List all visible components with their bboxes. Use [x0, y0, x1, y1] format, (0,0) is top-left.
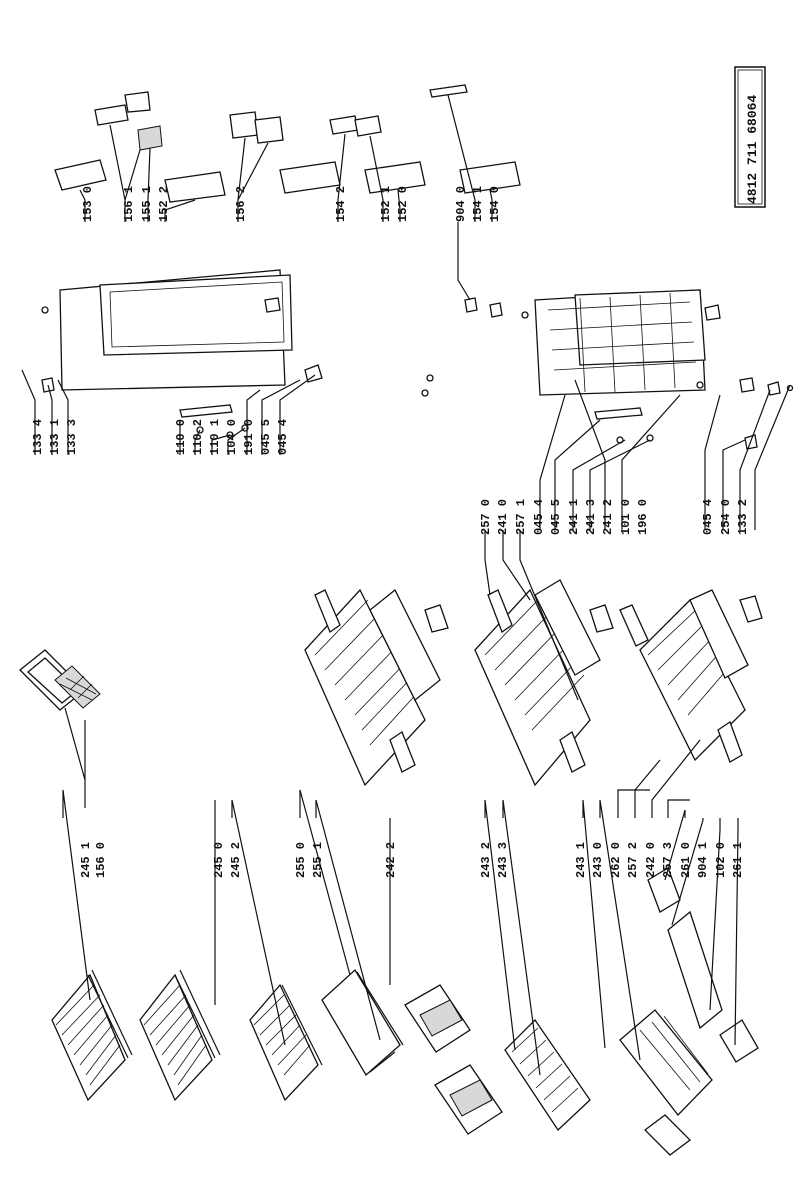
part-label: 261 0	[679, 842, 693, 878]
wire-shelf-1	[51, 969, 133, 1102]
part-label: 156 0	[94, 842, 108, 878]
freezer-door	[521, 289, 721, 396]
part-label: 045 4	[701, 499, 715, 535]
part-label: 045 4	[276, 419, 290, 455]
crisper-drawers	[404, 984, 503, 1135]
part-label: 243 2	[479, 842, 493, 878]
part-label: 242 2	[384, 842, 398, 878]
part-label: 257 2	[626, 842, 640, 878]
part-label: 152 2	[157, 186, 171, 222]
wire-shelf-2	[139, 969, 221, 1102]
part-label: 110 0	[174, 419, 188, 455]
part-label: 045 5	[549, 499, 563, 535]
part-label: 152 0	[396, 186, 410, 222]
basket-middle	[474, 579, 614, 787]
part-label: 152 1	[379, 186, 393, 222]
glass-shelf	[321, 968, 404, 1077]
part-label: 133 2	[736, 499, 750, 535]
part-label: 255 0	[294, 842, 308, 878]
part-label: 196 0	[636, 499, 650, 535]
part-label: 255 1	[311, 842, 325, 878]
part-label: 245 2	[229, 842, 243, 878]
vegetable-tray	[619, 867, 759, 1156]
part-number-box: 4812 711 68064	[734, 66, 766, 208]
part-number: 4812 711 68064	[745, 95, 760, 204]
part-label: 254 0	[719, 499, 733, 535]
part-label: 243 3	[496, 842, 510, 878]
part-label: 243 0	[591, 842, 605, 878]
part-label: 156 1	[122, 186, 136, 222]
ice-tray-set	[19, 649, 101, 711]
basket-bottom	[619, 589, 763, 763]
part-label: 257 1	[514, 499, 528, 535]
part-label: 104 0	[225, 419, 239, 455]
part-label: 245 0	[212, 842, 226, 878]
main-door	[41, 269, 323, 393]
part-label: 257 3	[661, 842, 675, 878]
door-bins	[54, 84, 521, 318]
basket-top	[304, 588, 449, 787]
leader-lines	[21, 94, 791, 1076]
part-label: 242 0	[644, 842, 658, 878]
part-label: 191 0	[242, 419, 256, 455]
part-label: 155 1	[140, 186, 154, 222]
part-label: 154 2	[334, 186, 348, 222]
part-label: 261 1	[731, 842, 745, 878]
part-label: 241 1	[567, 499, 581, 535]
part-label: 257 0	[479, 499, 493, 535]
part-label: 241 0	[496, 499, 510, 535]
part-label: 102 0	[714, 842, 728, 878]
part-label: 110 2	[191, 419, 205, 455]
part-label: 245 1	[79, 842, 93, 878]
part-label: 241 2	[601, 499, 615, 535]
part-label: 904 1	[696, 842, 710, 878]
part-label: 133 4	[31, 419, 45, 455]
wire-shelf-3	[249, 983, 323, 1102]
freezer-handle-set	[594, 407, 654, 444]
part-label: 153 0	[81, 186, 95, 222]
part-label: 045 4	[532, 499, 546, 535]
part-label: 904 0	[454, 186, 468, 222]
part-label: 243 1	[574, 842, 588, 878]
part-label: 133 1	[48, 419, 62, 455]
part-label: 110 1	[208, 419, 222, 455]
part-label: 154 0	[488, 186, 502, 222]
part-label: 133 3	[65, 419, 79, 455]
part-label: 154 1	[471, 186, 485, 222]
part-label: 101 0	[619, 499, 633, 535]
door-shelf-grid	[504, 1018, 591, 1132]
part-label: 156 2	[234, 186, 248, 222]
parts-drawings	[19, 84, 794, 1156]
part-label: 045 5	[259, 419, 273, 455]
part-label: 262 0	[609, 842, 623, 878]
part-label: 241 3	[584, 499, 598, 535]
